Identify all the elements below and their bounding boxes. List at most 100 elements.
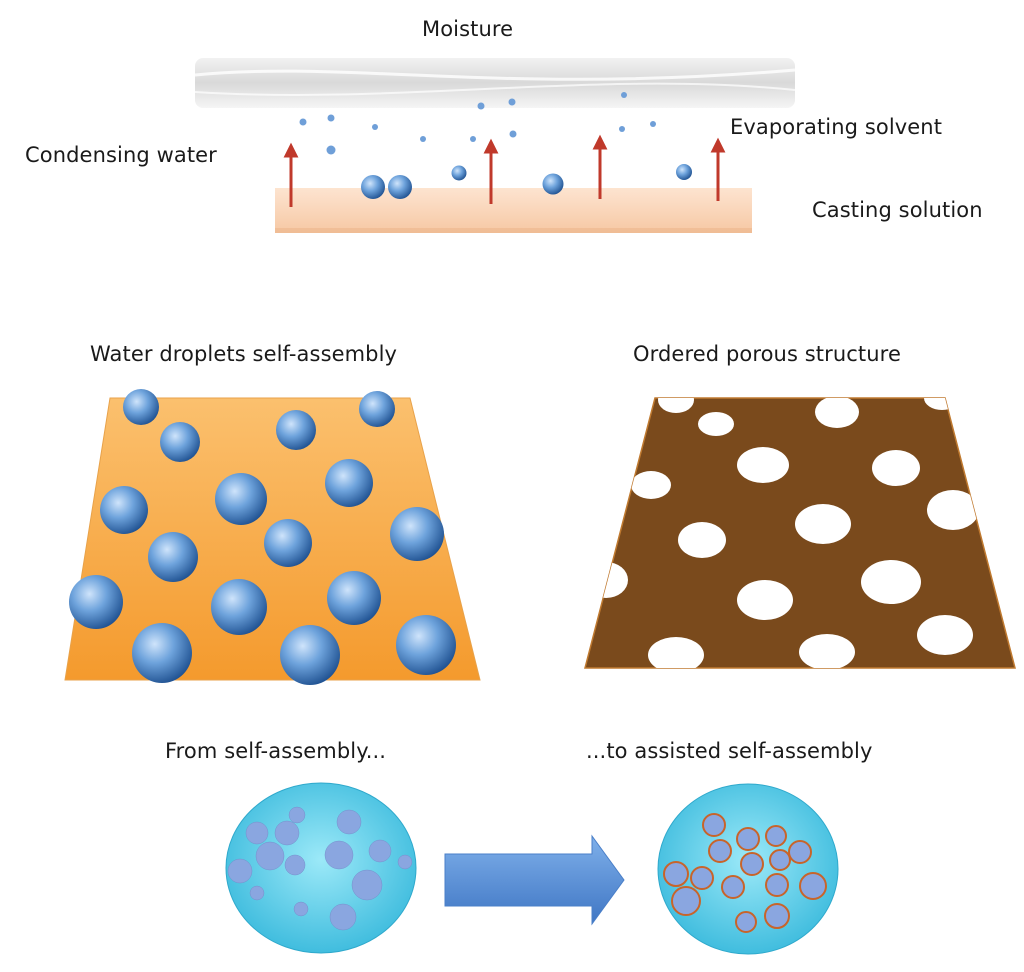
pore	[737, 447, 789, 483]
droplet	[396, 615, 456, 675]
particle	[245, 821, 269, 845]
moisture-cloud	[194, 58, 796, 108]
moisture-label: Moisture	[422, 17, 514, 41]
particle	[284, 854, 306, 876]
droplet	[211, 579, 267, 635]
evaporation-arrow	[710, 137, 726, 201]
evaporation-arrow	[283, 142, 299, 207]
vapor-particle	[327, 114, 335, 122]
process-arrow	[444, 834, 625, 926]
particle	[368, 839, 392, 863]
particle	[788, 840, 812, 864]
to-assisted-self-assembly-label: ...to assisted self-assembly	[586, 739, 873, 763]
droplet	[359, 391, 395, 427]
droplet	[361, 175, 385, 199]
particle	[702, 813, 726, 837]
droplet	[388, 175, 412, 199]
pore	[585, 562, 628, 598]
particle	[769, 849, 791, 871]
pores	[585, 398, 979, 668]
vapor-particle	[372, 124, 378, 130]
particle	[397, 854, 413, 870]
vapor-particle	[508, 98, 516, 106]
particle	[255, 841, 285, 871]
droplet	[451, 165, 467, 181]
from-self-assembly-label: From self-assembly...	[165, 739, 387, 763]
casting-solution-layer	[275, 188, 752, 233]
evaporation-arrow	[483, 138, 499, 204]
pore	[698, 412, 734, 436]
water-droplets-self-assembly-label: Water droplets self-assembly	[90, 342, 398, 366]
ordered-porous-structure-label: Ordered porous structure	[633, 342, 901, 366]
particle	[293, 901, 309, 917]
pore	[927, 490, 979, 530]
vapor-particle	[621, 92, 627, 98]
self-assembled-droplets	[69, 389, 456, 685]
pore	[631, 471, 671, 499]
droplet	[264, 519, 312, 567]
particle	[274, 820, 300, 846]
droplet	[676, 164, 692, 180]
droplet-film	[64, 389, 481, 685]
particle	[764, 903, 790, 929]
pore	[917, 615, 973, 655]
particle	[708, 839, 732, 863]
casting-solution-label: Casting solution	[812, 198, 983, 222]
particle	[721, 875, 745, 899]
particle	[324, 840, 354, 870]
self-assembly-circle	[225, 782, 417, 954]
particle	[249, 885, 265, 901]
particle	[690, 866, 714, 890]
pore	[648, 637, 704, 668]
droplet	[390, 507, 444, 561]
vapor-particle	[619, 126, 625, 132]
condensing-droplets	[361, 164, 692, 199]
porous-film	[584, 397, 1016, 669]
particle	[288, 806, 306, 824]
particle	[336, 809, 362, 835]
pore	[737, 580, 793, 620]
particle	[351, 869, 383, 901]
particle	[765, 873, 789, 897]
droplet	[123, 389, 159, 425]
pore	[799, 634, 855, 668]
pore	[861, 560, 921, 604]
particle	[671, 886, 701, 916]
vapor-particle	[509, 130, 517, 138]
droplet	[160, 422, 200, 462]
droplet	[327, 571, 381, 625]
particle	[735, 911, 757, 933]
pore	[872, 450, 920, 486]
particle	[329, 903, 357, 931]
evaporating-solvent-label: Evaporating solvent	[730, 115, 943, 139]
particle	[736, 827, 760, 851]
droplet	[148, 532, 198, 582]
particle	[663, 861, 689, 887]
pore	[678, 522, 726, 558]
vapor-particle	[326, 145, 336, 155]
vapor-particle	[470, 136, 476, 142]
droplet	[132, 623, 192, 683]
vapor-particles	[299, 92, 656, 155]
particle	[799, 872, 827, 900]
droplet	[542, 173, 564, 195]
droplet	[325, 459, 373, 507]
droplet	[276, 410, 316, 450]
pore	[658, 398, 694, 413]
droplet	[100, 486, 148, 534]
droplet	[69, 575, 123, 629]
vapor-particle	[299, 118, 307, 126]
particle	[765, 825, 787, 847]
vapor-particle	[650, 121, 656, 127]
assisted-self-assembly-circle	[657, 783, 839, 955]
particle	[740, 852, 764, 876]
pore	[924, 398, 960, 410]
evaporation-arrows	[283, 134, 726, 207]
droplet	[215, 473, 267, 525]
condensing-water-label: Condensing water	[25, 143, 217, 167]
evaporation-arrow	[592, 134, 608, 199]
vapor-particle	[477, 102, 485, 110]
particle	[227, 858, 253, 884]
droplet	[280, 625, 340, 685]
